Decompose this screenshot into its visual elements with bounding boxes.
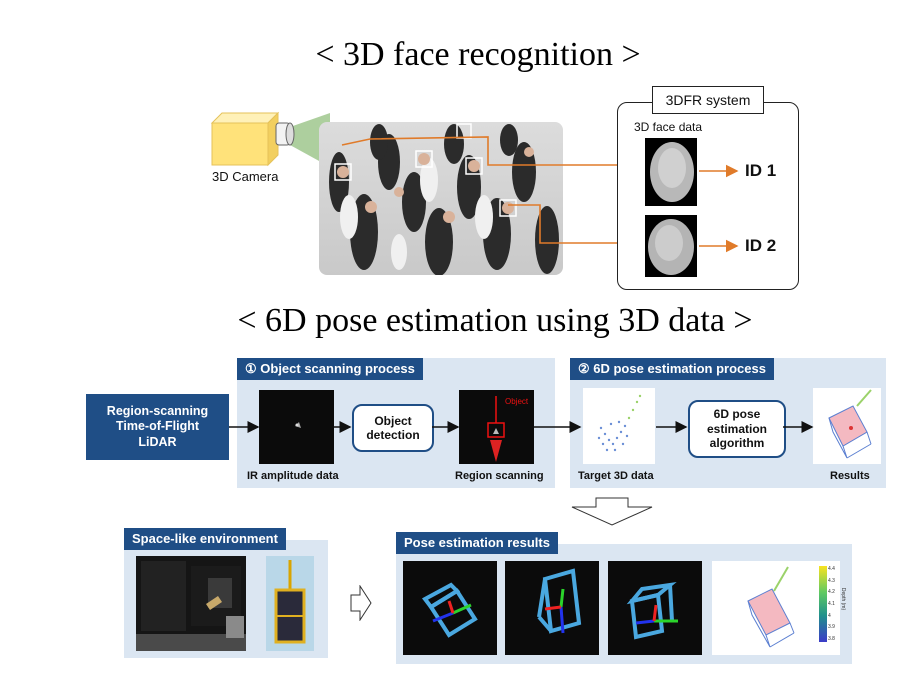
pipeline-arrows	[229, 421, 814, 433]
colorbar-title: Depth (m)	[840, 587, 847, 611]
pose-estimation-header: ② 6D pose estimation process	[570, 358, 774, 380]
id-1-label: ID 1	[745, 161, 777, 180]
object-scanning-header: ① Object scanning process	[237, 358, 423, 380]
crowd-photo	[319, 122, 563, 275]
pose-result-image-1	[403, 561, 497, 655]
camera-label: 3D Camera	[212, 169, 279, 184]
face-depth-image-2	[645, 215, 697, 277]
right-arrow-icon	[350, 585, 372, 621]
lidar-line-3: LiDAR	[138, 434, 177, 449]
lidar-line-1: Region-scanning	[106, 403, 209, 418]
face-id-arrows	[341, 136, 652, 250]
pose-algorithm-box: 6D pose estimation algorithm	[688, 400, 786, 458]
down-arrow-icon	[571, 497, 653, 526]
id-arrows	[699, 164, 739, 253]
space-environment-photo	[136, 556, 246, 651]
space-environment-header: Space-like environment	[124, 528, 286, 550]
colorbar-tick: 3.8	[828, 635, 835, 642]
pose-estimation-title: < 6D pose estimation using 3D data >	[237, 302, 753, 339]
depth-colorbar	[819, 566, 827, 642]
colorbar-tick: 3.9	[828, 624, 835, 631]
pose-result-image-3	[608, 561, 702, 655]
pose-algorithm-label: 6D pose estimation algorithm	[706, 407, 767, 451]
lidar-line-2: Time-of-Flight	[115, 419, 200, 434]
region-scanning-image	[459, 390, 534, 464]
ir-amplitude-label: IR amplitude data	[247, 470, 339, 482]
colorbar-tick: 4.2	[828, 589, 835, 596]
colorbar-tick: 4.3	[828, 577, 835, 584]
colorbar-tick: 4	[828, 612, 831, 619]
results-label: Results	[830, 470, 870, 482]
satellite-model-photo	[266, 556, 314, 651]
face-recognition-title: < 3D face recognition >	[315, 36, 641, 73]
region-scanning-label: Region scanning	[455, 470, 544, 482]
object-tag-label: Object	[505, 397, 529, 406]
colorbar-tick: 4.1	[828, 600, 835, 607]
colorbar-ticks: 4.4 4.3 4.2 4.1 4 3.9 3.8	[828, 566, 835, 642]
pose-result-depth-plot	[712, 561, 840, 655]
3dfr-system-title: 3DFR system	[652, 86, 764, 114]
target-3d-data-label: Target 3D data	[578, 470, 654, 482]
ir-amplitude-image	[259, 390, 334, 464]
id-2-label: ID 2	[745, 236, 777, 255]
target-3d-data-image	[583, 388, 655, 464]
lidar-box: Region-scanning Time-of-Flight LiDAR	[86, 394, 229, 460]
pose-results-header: Pose estimation results	[396, 532, 558, 554]
face-depth-image-1	[645, 138, 697, 206]
colorbar-tick: 4.4	[828, 566, 835, 572]
object-detection-label: Object detection	[366, 413, 420, 442]
pose-result-image-2	[505, 561, 599, 655]
3d-face-data-label: 3D face data	[634, 120, 703, 134]
results-image	[813, 388, 881, 464]
object-detection-box: Object detection	[352, 404, 434, 452]
